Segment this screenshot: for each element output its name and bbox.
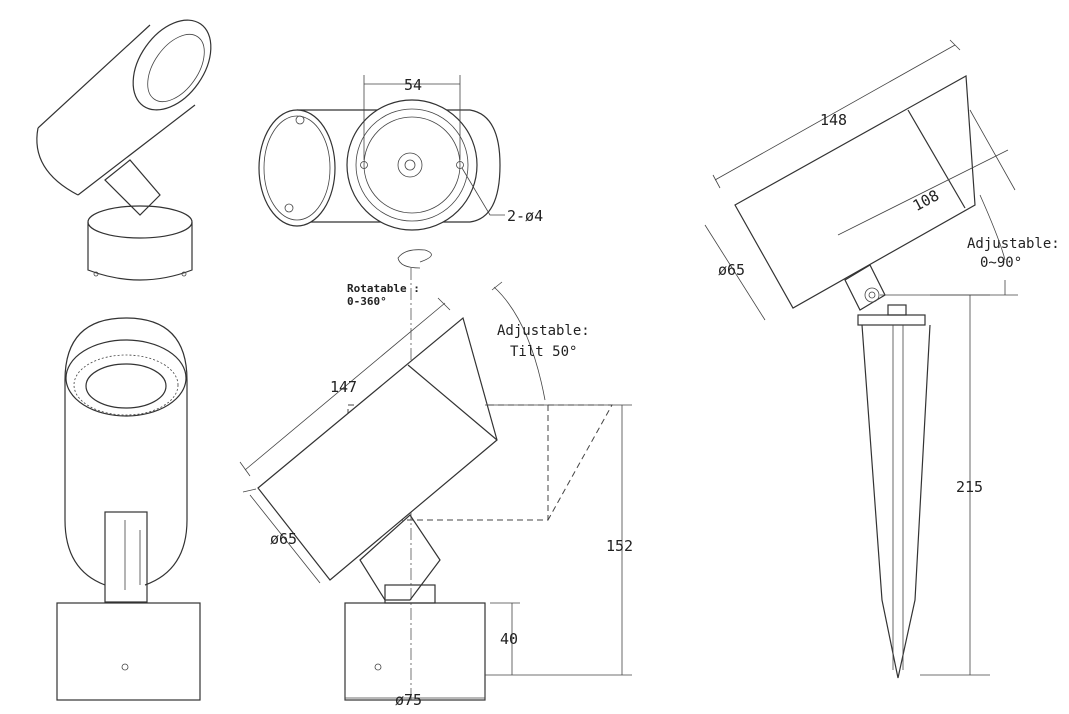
spike-side-view bbox=[704, 39, 1018, 679]
spike-diameter-65-dim: ø65 bbox=[718, 261, 745, 279]
perspective-view bbox=[36, 19, 212, 281]
rotatable-label: Rotatable : bbox=[347, 282, 420, 295]
spike-adjust-range: 0~90° bbox=[980, 255, 1022, 271]
tilt-side-view bbox=[239, 249, 632, 701]
length-147-dim: 147 bbox=[330, 378, 357, 396]
length-148-dim: 148 bbox=[820, 111, 847, 129]
top-view bbox=[258, 75, 505, 231]
base-height-40-dim: 40 bbox=[500, 630, 518, 648]
rotatable-range: 0-360° bbox=[347, 295, 387, 308]
spike-adjustable-label: Adjustable: bbox=[967, 236, 1060, 252]
base-diameter-75-dim: ø75 bbox=[395, 691, 422, 709]
hole-spacing-dim: 54 bbox=[404, 76, 422, 94]
height-215-dim: 215 bbox=[956, 478, 983, 496]
height-152-dim: 152 bbox=[606, 537, 633, 555]
diameter-65-dim: ø65 bbox=[270, 530, 297, 548]
front-view bbox=[56, 317, 201, 701]
tilt-range: Tilt 50° bbox=[510, 344, 577, 360]
holes-dim: 2-ø4 bbox=[507, 207, 543, 225]
tilt-adjustable-label: Adjustable: bbox=[497, 323, 590, 339]
